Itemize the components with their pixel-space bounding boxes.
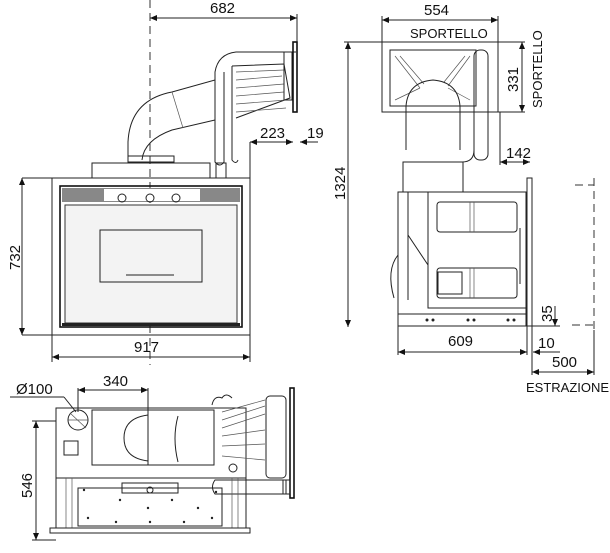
plan-view: Ø100 340 xyxy=(10,373,295,541)
duct-channel xyxy=(91,409,215,466)
lower-body xyxy=(55,477,247,529)
dim-609: 609 xyxy=(448,333,473,350)
label-sportello-side: SPORTELLO xyxy=(530,30,545,108)
dim-340: 340 xyxy=(103,373,128,390)
label-sportello-top: SPORTELLO xyxy=(410,26,488,41)
label-estrazione: ESTRAZIONE xyxy=(526,380,609,395)
dim-917: 917 xyxy=(134,339,159,356)
top-box xyxy=(91,162,211,179)
stove-body xyxy=(397,191,527,315)
sportello-plate xyxy=(381,41,499,113)
dim-35: 35 xyxy=(539,305,556,322)
dim-331: 331 xyxy=(505,67,522,92)
upper-body xyxy=(55,407,247,479)
viewing-window xyxy=(99,229,203,283)
frame xyxy=(51,177,251,336)
dim-732: 732 xyxy=(7,245,24,270)
front-view: 682 223 19 732 917 xyxy=(7,0,324,365)
side-view: 554 SPORTELLO 331 SPORTELLO 1324 142 xyxy=(332,2,609,395)
dim-682: 682 xyxy=(210,0,235,17)
dim-546: 546 xyxy=(19,473,36,498)
dim-19: 19 xyxy=(307,125,324,142)
dim-223: 223 xyxy=(260,125,285,142)
dim-142: 142 xyxy=(506,145,531,162)
glass-door xyxy=(64,204,238,324)
dim-diameter: Ø100 xyxy=(16,381,53,398)
dim-554: 554 xyxy=(424,2,449,19)
dim-1324: 1324 xyxy=(332,167,349,200)
door-frame xyxy=(59,185,243,328)
dim-500: 500 xyxy=(552,354,577,371)
base xyxy=(397,313,527,327)
duct-elbow xyxy=(127,41,298,166)
dim-10: 10 xyxy=(538,335,555,352)
